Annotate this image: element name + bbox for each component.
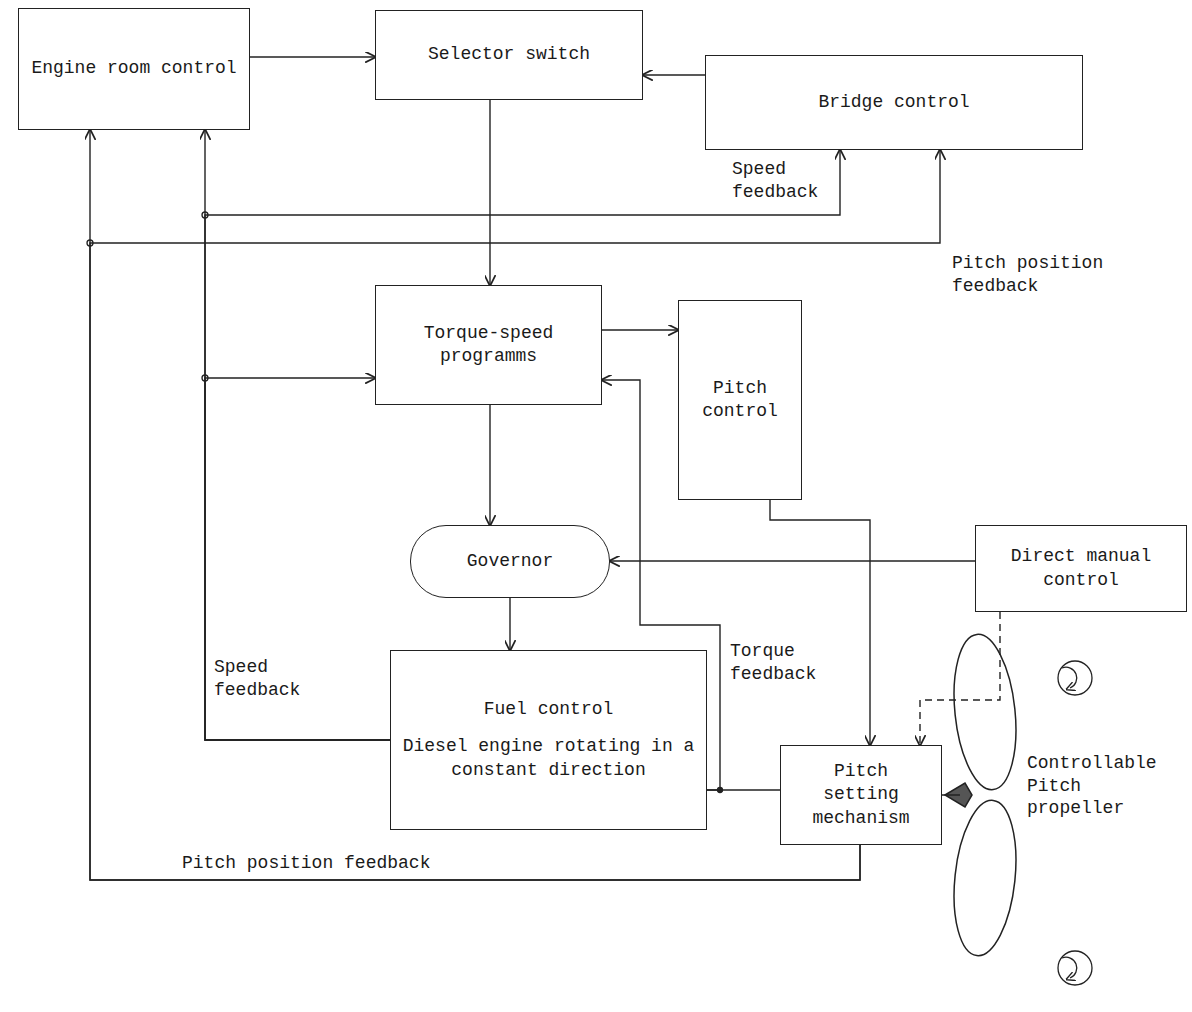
connector-line <box>489 100 490 285</box>
box-title: Engine room control <box>31 57 236 80</box>
box-title: Direct manual control <box>986 545 1176 592</box>
box-title: Pitch setting mechanism <box>791 760 931 830</box>
feedback-label: Speed feedback <box>730 158 834 203</box>
feedback-label: Torque feedback <box>728 640 837 685</box>
control-box: Pitch control <box>678 300 802 500</box>
box-title: Bridge control <box>818 91 969 114</box>
connector-line <box>602 329 678 330</box>
connector-line <box>250 56 375 57</box>
box-body: Diesel engine rotating in a constant dir… <box>401 735 696 782</box>
connector-line <box>489 405 490 525</box>
connector-line <box>920 612 1000 745</box>
program-box: Torque-speed programms <box>375 285 602 405</box>
feedback-label: Pitch position feedback <box>950 252 1189 297</box>
connector-line <box>205 378 390 740</box>
box-title: Torque-speed programms <box>386 322 591 369</box>
propeller-label: Controllable Pitch propeller <box>1025 752 1164 820</box>
connector-line <box>770 500 870 745</box>
control-box: Direct manual control <box>975 525 1187 612</box>
connector-line <box>643 74 705 75</box>
box-title: Pitch control <box>689 377 791 424</box>
feedback-label: Speed feedback <box>212 656 316 701</box>
feedback-label: Pitch position feedback <box>180 852 484 875</box>
connector-line <box>509 598 510 650</box>
box-title: Governor <box>467 550 553 573</box>
propeller-blades <box>940 631 1023 958</box>
box-title: Fuel control <box>484 698 614 721</box>
box-title: Selector switch <box>428 43 590 66</box>
control-box: Bridge control <box>705 55 1083 150</box>
control-box: Engine room control <box>18 8 250 130</box>
connector-line <box>205 130 390 740</box>
engine-box: Fuel controlDiesel engine rotating in a … <box>390 650 707 830</box>
governor-pill: Governor <box>410 525 610 598</box>
connector-line <box>610 560 975 561</box>
mechanism-box: Pitch setting mechanism <box>780 745 942 845</box>
switch-box: Selector switch <box>375 10 643 100</box>
rotation-symbol <box>1058 661 1092 985</box>
